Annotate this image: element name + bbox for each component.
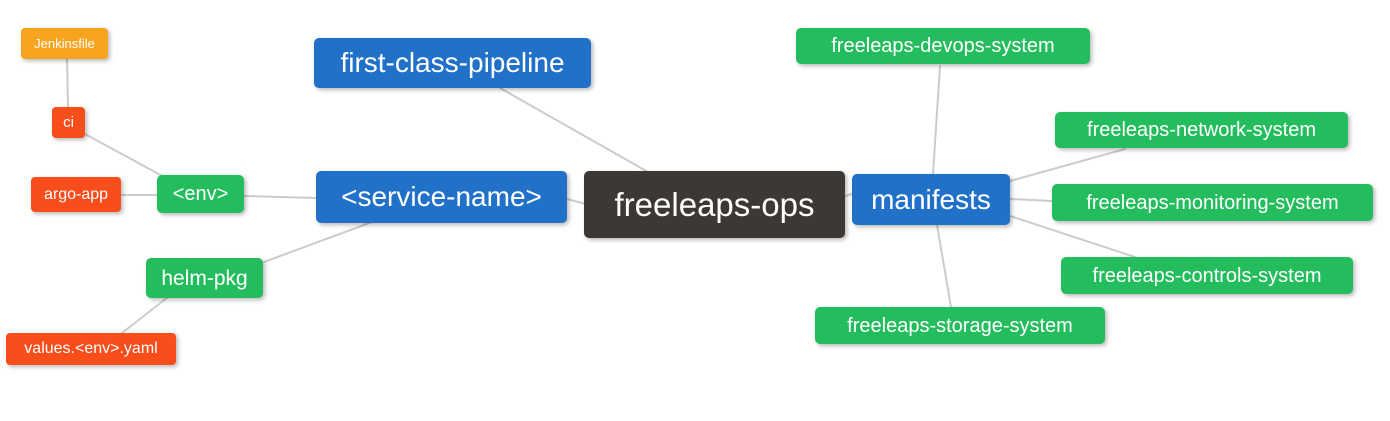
edge-env-service-name	[243, 195, 317, 199]
edge-values-helm-pkg	[121, 296, 169, 334]
node-storage-system[interactable]: freeleaps-storage-system	[815, 307, 1105, 344]
node-service-name[interactable]: <service-name>	[316, 171, 567, 223]
node-values-env-yaml[interactable]: values.<env>.yaml	[6, 333, 176, 365]
node-first-class-pipeline[interactable]: first-class-pipeline	[314, 38, 591, 88]
node-manifests[interactable]: manifests	[852, 174, 1010, 225]
node-controls-system[interactable]: freeleaps-controls-system	[1061, 257, 1353, 294]
node-ci[interactable]: ci	[52, 107, 85, 138]
node-argo-app[interactable]: argo-app	[31, 177, 121, 212]
edge-manifests-monitoring	[1009, 198, 1053, 202]
edge-manifests-network	[1009, 148, 1126, 182]
edge-ci-env	[84, 133, 167, 179]
node-devops-system[interactable]: freeleaps-devops-system	[796, 28, 1090, 64]
node-monitoring-system[interactable]: freeleaps-monitoring-system	[1052, 184, 1373, 221]
node-freeleaps-ops[interactable]: freeleaps-ops	[584, 171, 845, 238]
edge-manifests-devops	[932, 65, 941, 175]
edge-manifests-storage	[936, 224, 952, 308]
node-network-system[interactable]: freeleaps-network-system	[1055, 112, 1348, 148]
edge-manifests-controls	[1009, 215, 1136, 258]
node-env[interactable]: <env>	[157, 175, 244, 213]
edge-helm-pkg-service-name	[263, 221, 373, 263]
edge-pipeline-freeleaps-ops	[499, 87, 649, 173]
edge-jenkinsfile-ci	[66, 58, 69, 108]
node-jenkinsfile[interactable]: Jenkinsfile	[21, 28, 108, 59]
node-helm-pkg[interactable]: helm-pkg	[146, 258, 263, 298]
edge-service-name-freeleaps-ops	[566, 198, 587, 205]
